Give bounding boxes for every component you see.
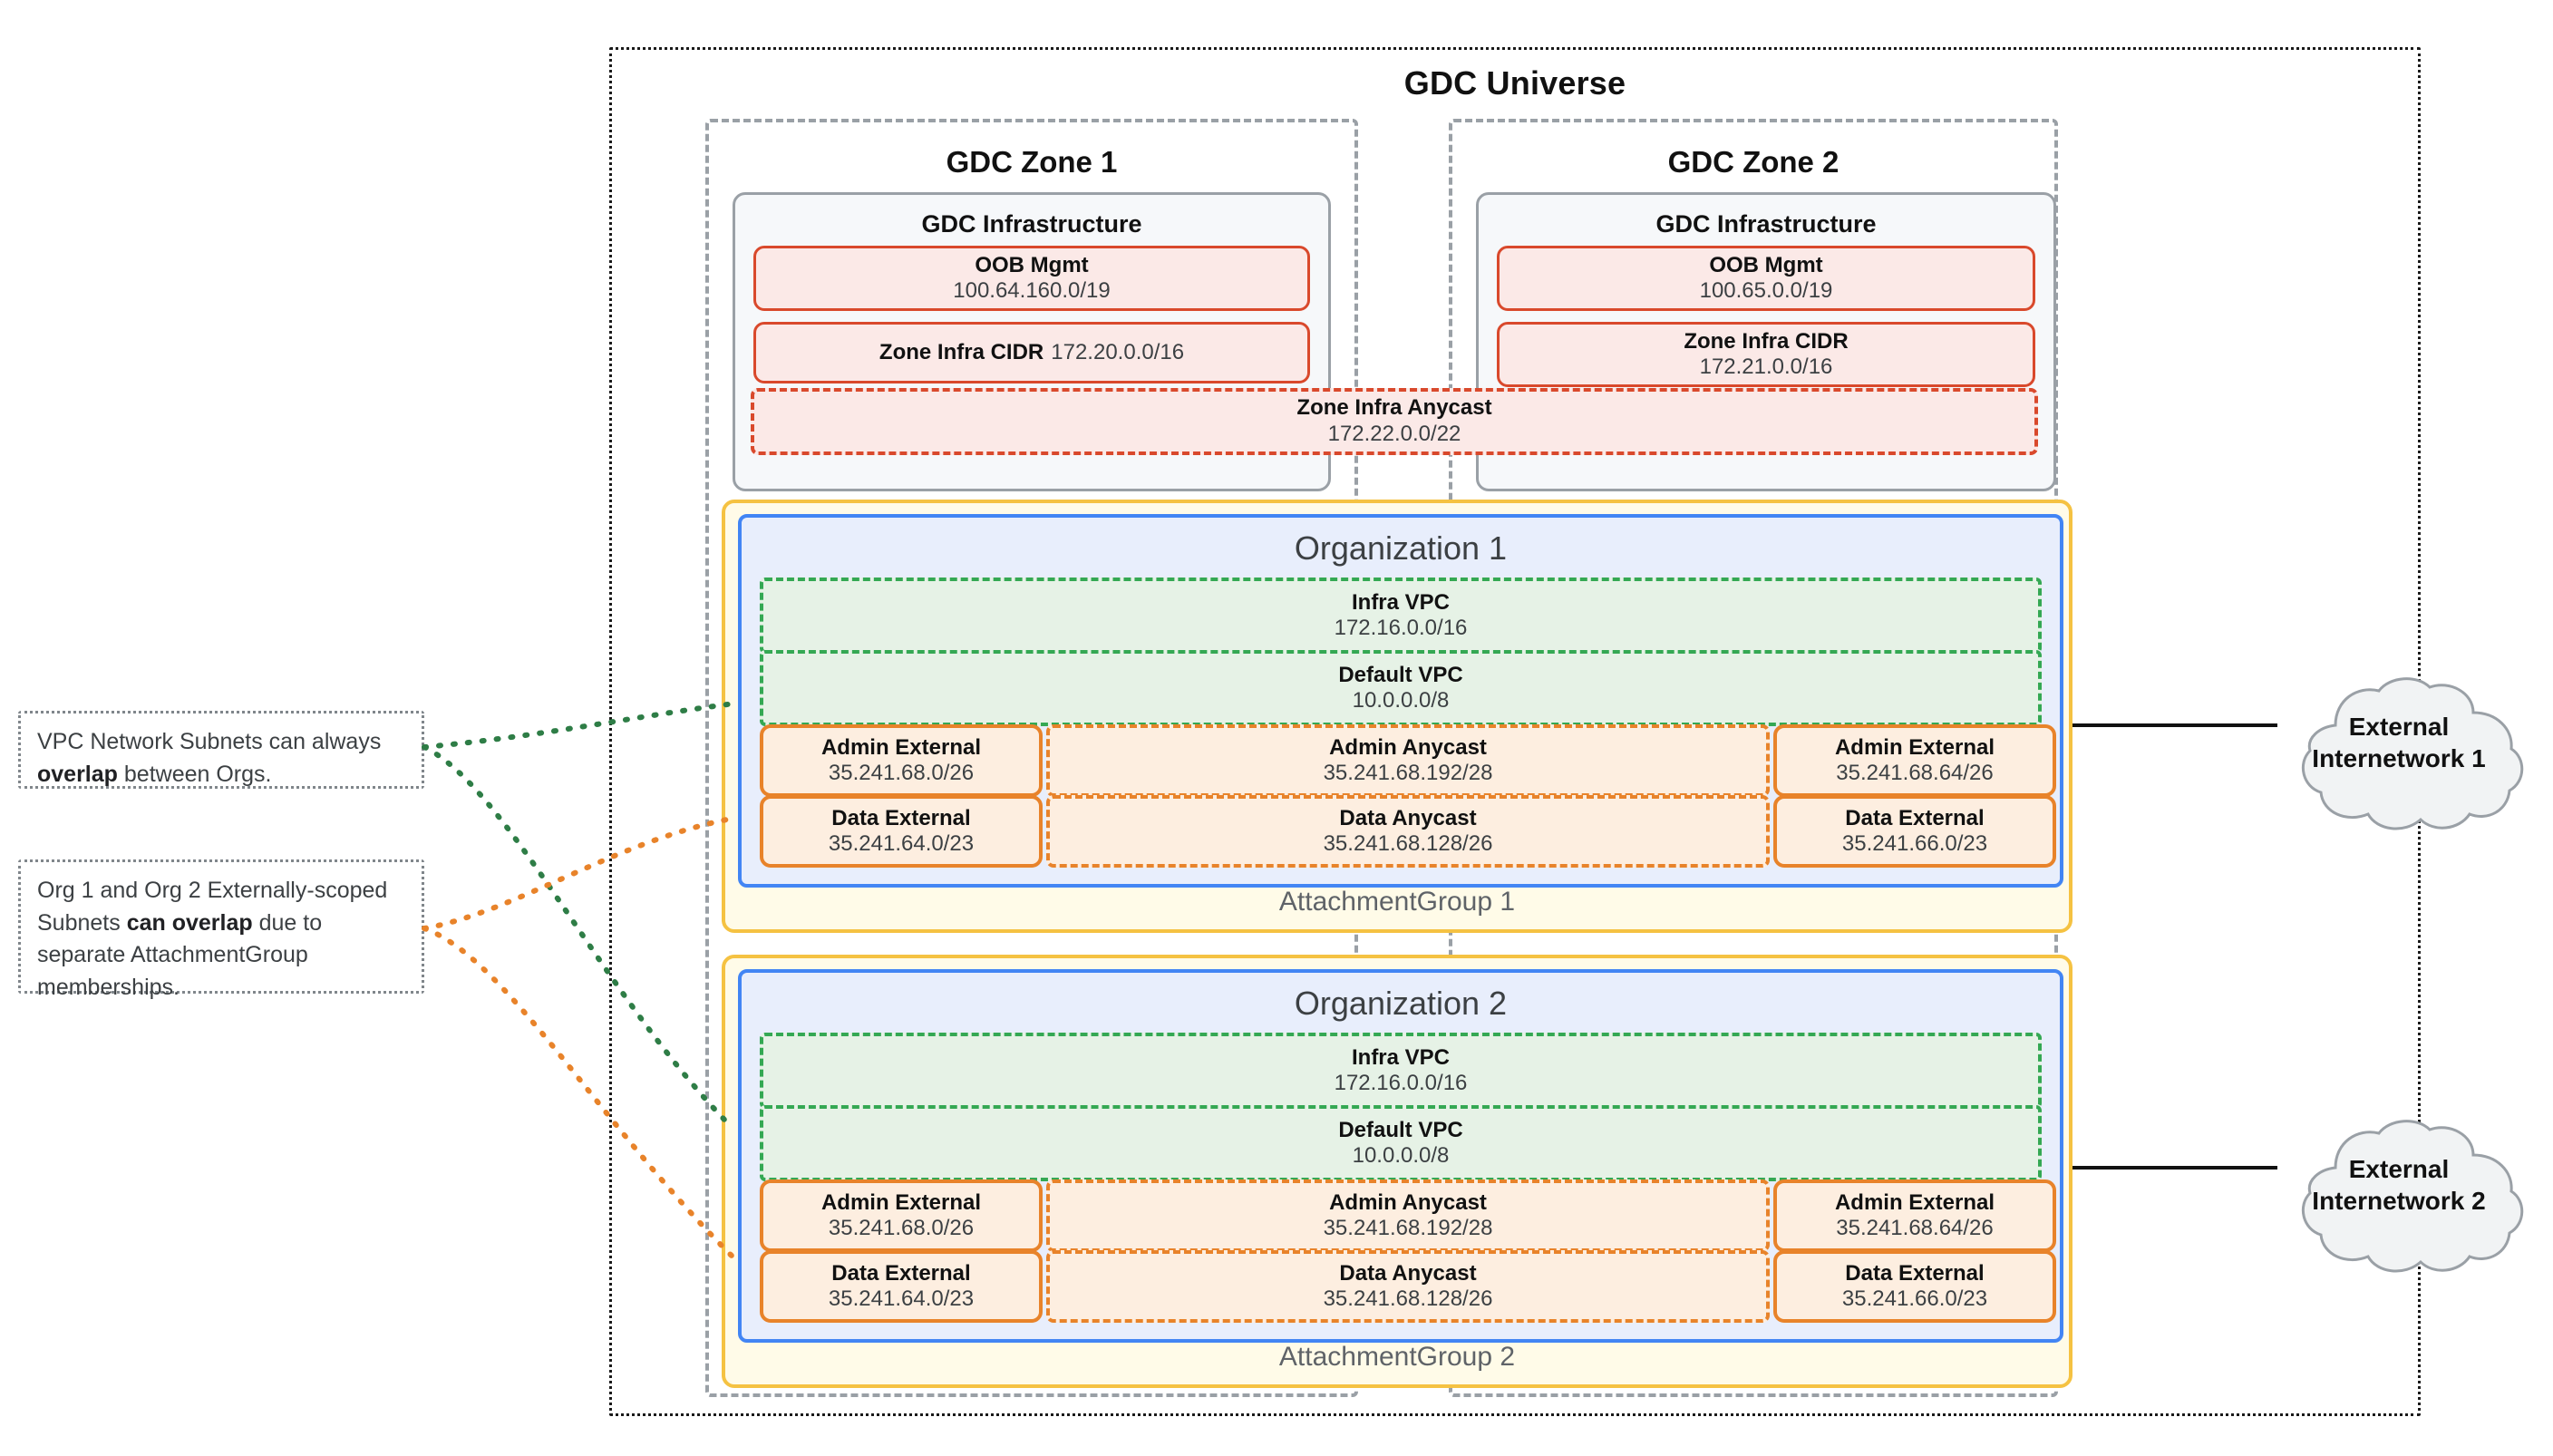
oob-mgmt-zone-2: OOB Mgmt 100.65.0.0/19 bbox=[1497, 246, 2035, 311]
default-vpc-org-2: Default VPC 10.0.0.0/8 bbox=[760, 1105, 2042, 1181]
data-external-right-org-2: Data External 35.241.66.0/23 bbox=[1773, 1250, 2056, 1323]
data-anycast-label-org-2: Data Anycast bbox=[1339, 1260, 1477, 1286]
organization-1-title: Organization 1 bbox=[1294, 529, 1508, 567]
note-1-after: between Orgs. bbox=[117, 761, 272, 787]
infra-vpc-org-1: Infra VPC 172.16.0.0/16 bbox=[760, 578, 2042, 654]
default-vpc-cidr-org-2: 10.0.0.0/8 bbox=[1352, 1143, 1450, 1168]
zone-infra-anycast-cidr: 172.22.0.0/22 bbox=[1327, 422, 1461, 446]
default-vpc-label-org-2: Default VPC bbox=[1338, 1117, 1463, 1142]
data-external-left-org-2: Data External 35.241.64.0/23 bbox=[760, 1250, 1043, 1323]
admin-external-right-org-2: Admin External 35.241.68.64/26 bbox=[1773, 1179, 2056, 1252]
admin-external-left-label-org-1: Admin External bbox=[820, 734, 982, 760]
gdc-zone-2-title: GDC Zone 2 bbox=[1667, 145, 1840, 179]
note-1-bold: overlap bbox=[37, 761, 118, 787]
oob-mgmt-cidr-zone-2: 100.65.0.0/19 bbox=[1699, 278, 1833, 303]
zone-infra-cidr-zone-1: Zone Infra CIDR 172.20.0.0/16 bbox=[753, 322, 1310, 383]
admin-external-left-cidr-org-2: 35.241.68.0/26 bbox=[828, 1216, 975, 1240]
admin-anycast-label-org-2: Admin Anycast bbox=[1329, 1189, 1487, 1215]
admin-external-right-org-1: Admin External 35.241.68.64/26 bbox=[1773, 724, 2056, 797]
admin-anycast-cidr-org-2: 35.241.68.192/28 bbox=[1323, 1216, 1493, 1240]
admin-external-left-cidr-org-1: 35.241.68.0/26 bbox=[828, 761, 975, 785]
attachment-group-2: AttachmentGroup 2 Organization 2 Infra V… bbox=[722, 955, 2072, 1388]
default-vpc-org-1: Default VPC 10.0.0.0/8 bbox=[760, 650, 2042, 726]
admin-external-left-org-2: Admin External 35.241.68.0/26 bbox=[760, 1179, 1043, 1252]
zone-infra-cidr-value-zone-2: 172.21.0.0/16 bbox=[1699, 354, 1833, 379]
data-external-left-cidr-org-1: 35.241.64.0/23 bbox=[828, 831, 975, 856]
oob-mgmt-zone-1: OOB Mgmt 100.64.160.0/19 bbox=[753, 246, 1310, 311]
organization-2: Organization 2 Infra VPC 172.16.0.0/16 D… bbox=[738, 969, 2063, 1343]
data-external-left-label-org-2: Data External bbox=[831, 1260, 971, 1286]
data-anycast-label-org-1: Data Anycast bbox=[1339, 805, 1477, 830]
external-internetwork-1: External Internetwork 1 bbox=[2270, 675, 2528, 838]
external-internetwork-2-line2: Internetwork 2 bbox=[2312, 1187, 2486, 1216]
zone-infra-anycast: Zone Infra Anycast 172.22.0.0/22 bbox=[751, 388, 2038, 455]
data-external-left-org-1: Data External 35.241.64.0/23 bbox=[760, 795, 1043, 868]
admin-external-right-cidr-org-2: 35.241.68.64/26 bbox=[1836, 1216, 1994, 1240]
admin-anycast-label-org-1: Admin Anycast bbox=[1329, 734, 1487, 760]
external-internetwork-2: External Internetwork 2 bbox=[2270, 1117, 2528, 1280]
attachment-group-2-label: AttachmentGroup 2 bbox=[1278, 1342, 1516, 1372]
note-vpc-overlap: VPC Network Subnets can always overlap b… bbox=[18, 711, 424, 789]
note-2-after: due to separate AttachmentGroup membersh… bbox=[37, 909, 323, 1000]
oob-mgmt-cidr-zone-1: 100.64.160.0/19 bbox=[953, 278, 1111, 303]
note-1-before: VPC Network Subnets can always bbox=[37, 729, 382, 754]
infra-vpc-label-org-1: Infra VPC bbox=[1351, 589, 1451, 615]
zone-infra-cidr-label-zone-1: Zone Infra CIDR bbox=[879, 339, 1044, 364]
gdc-universe-title: GDC Universe bbox=[1403, 64, 1626, 102]
infra-title-zone-1: GDC Infrastructure bbox=[921, 209, 1142, 238]
data-anycast-cidr-org-2: 35.241.68.128/26 bbox=[1323, 1286, 1493, 1311]
infra-vpc-org-2: Infra VPC 172.16.0.0/16 bbox=[760, 1033, 2042, 1109]
default-vpc-label-org-1: Default VPC bbox=[1338, 662, 1463, 687]
infra-vpc-cidr-org-2: 172.16.0.0/16 bbox=[1334, 1071, 1468, 1095]
oob-mgmt-label-zone-2: OOB Mgmt bbox=[1709, 252, 1823, 277]
cloud-icon-2 bbox=[2301, 1120, 2524, 1273]
external-internetwork-1-line2: Internetwork 1 bbox=[2312, 744, 2486, 773]
infra-vpc-label-org-2: Infra VPC bbox=[1351, 1044, 1451, 1070]
data-external-right-label-org-1: Data External bbox=[1845, 805, 1985, 830]
data-external-right-org-1: Data External 35.241.66.0/23 bbox=[1773, 795, 2056, 868]
data-external-right-label-org-2: Data External bbox=[1845, 1260, 1985, 1286]
organization-2-title: Organization 2 bbox=[1294, 985, 1508, 1022]
note-2-bold: can overlap bbox=[126, 909, 253, 936]
zone-infra-cidr-value-zone-1: 172.20.0.0/16 bbox=[1051, 339, 1185, 364]
default-vpc-cidr-org-1: 10.0.0.0/8 bbox=[1352, 688, 1450, 713]
infra-title-zone-2: GDC Infrastructure bbox=[1655, 209, 1877, 238]
data-external-right-cidr-org-1: 35.241.66.0/23 bbox=[1841, 831, 1988, 856]
admin-anycast-org-2: Admin Anycast 35.241.68.192/28 bbox=[1046, 1179, 1770, 1252]
organization-1: Organization 1 Infra VPC 172.16.0.0/16 D… bbox=[738, 514, 2063, 888]
infra-vpc-cidr-org-1: 172.16.0.0/16 bbox=[1334, 616, 1468, 640]
note-2-before: Org 1 and Org 2 Externally-scoped Subnet… bbox=[37, 878, 388, 936]
data-anycast-org-2: Data Anycast 35.241.68.128/26 bbox=[1046, 1250, 1770, 1323]
admin-anycast-cidr-org-1: 35.241.68.192/28 bbox=[1323, 761, 1493, 785]
admin-anycast-org-1: Admin Anycast 35.241.68.192/28 bbox=[1046, 724, 1770, 797]
data-anycast-cidr-org-1: 35.241.68.128/26 bbox=[1323, 831, 1493, 856]
data-external-right-cidr-org-2: 35.241.66.0/23 bbox=[1841, 1286, 1988, 1311]
external-internetwork-2-label: External Internetwork 2 bbox=[2270, 1153, 2528, 1218]
admin-external-right-cidr-org-1: 35.241.68.64/26 bbox=[1836, 761, 1994, 785]
zone-infra-cidr-zone-2: Zone Infra CIDR 172.21.0.0/16 bbox=[1497, 322, 2035, 387]
cloud-icon-1 bbox=[2301, 677, 2524, 830]
data-anycast-org-1: Data Anycast 35.241.68.128/26 bbox=[1046, 795, 1770, 868]
attachment-group-1-label: AttachmentGroup 1 bbox=[1278, 887, 1516, 917]
admin-external-right-label-org-1: Admin External bbox=[1834, 734, 1995, 760]
admin-external-left-label-org-2: Admin External bbox=[820, 1189, 982, 1215]
data-external-left-label-org-1: Data External bbox=[831, 805, 971, 830]
oob-mgmt-label-zone-1: OOB Mgmt bbox=[975, 252, 1089, 277]
data-external-left-cidr-org-2: 35.241.64.0/23 bbox=[828, 1286, 975, 1311]
external-internetwork-1-line1: External bbox=[2348, 713, 2450, 741]
external-internetwork-1-label: External Internetwork 1 bbox=[2270, 711, 2528, 775]
zone-infra-cidr-label-zone-2: Zone Infra CIDR bbox=[1684, 328, 1849, 354]
external-internetwork-2-line1: External bbox=[2348, 1155, 2450, 1183]
zone-infra-anycast-label: Zone Infra Anycast bbox=[1296, 395, 1492, 421]
gdc-zone-1-title: GDC Zone 1 bbox=[946, 145, 1118, 179]
note-external-scoped-overlap: Org 1 and Org 2 Externally-scoped Subnet… bbox=[18, 859, 424, 1000]
admin-external-left-org-1: Admin External 35.241.68.0/26 bbox=[760, 724, 1043, 797]
admin-external-right-label-org-2: Admin External bbox=[1834, 1189, 1995, 1215]
attachment-group-1: AttachmentGroup 1 Organization 1 Infra V… bbox=[722, 500, 2072, 933]
